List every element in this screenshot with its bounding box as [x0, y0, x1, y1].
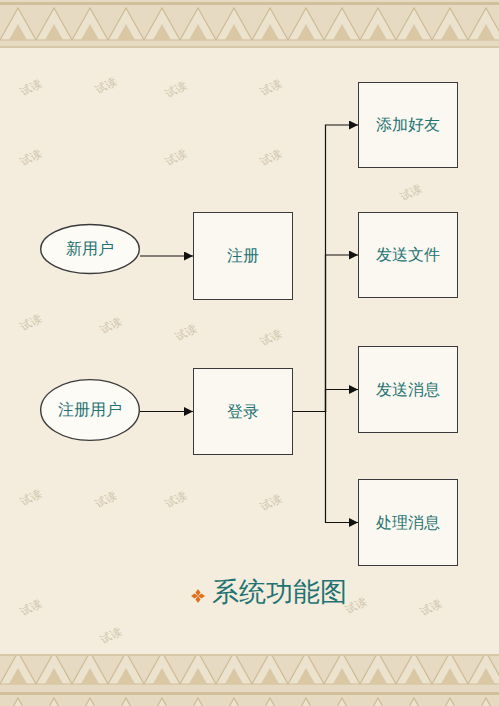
watermark: 试读	[18, 76, 45, 100]
node-label: 注册	[227, 246, 259, 265]
watermark: 试读	[258, 76, 285, 100]
watermark: 试读	[398, 181, 425, 205]
watermark: 试读	[258, 146, 285, 170]
bottom-border	[0, 656, 499, 706]
connector-arrow	[293, 125, 358, 412]
caption: 系统功能图	[212, 576, 347, 608]
node-label: 新用户	[66, 239, 114, 258]
watermark: 试读	[163, 78, 190, 102]
watermark: 试读	[18, 311, 45, 335]
user-ellipse: 注册用户	[40, 379, 140, 441]
node-label: 登录	[227, 402, 259, 421]
process-box: 注册	[193, 212, 293, 300]
watermark: 试读	[173, 321, 200, 345]
function-box: 添加好友	[358, 82, 458, 168]
function-box: 发送消息	[358, 346, 458, 433]
user-ellipse: 新用户	[40, 224, 140, 274]
node-label: 注册用户	[58, 400, 122, 419]
caption-bullet	[191, 589, 205, 603]
watermark: 试读	[18, 596, 45, 620]
connector-arrow	[140, 255, 193, 256]
connector-arrow	[293, 412, 358, 523]
node-label: 发送消息	[376, 380, 440, 399]
connector-arrow	[293, 390, 358, 412]
watermark: 试读	[98, 314, 125, 338]
function-box: 发送文件	[358, 212, 458, 298]
node-label: 处理消息	[376, 513, 440, 532]
watermark: 试读	[258, 491, 285, 515]
watermark: 试读	[18, 486, 45, 510]
watermark: 试读	[163, 146, 190, 170]
node-label: 添加好友	[376, 115, 440, 134]
function-box: 处理消息	[358, 479, 458, 566]
watermark: 试读	[93, 488, 120, 512]
watermark: 试读	[98, 624, 125, 648]
watermark: 试读	[18, 146, 45, 170]
watermark: 试读	[93, 74, 120, 98]
top-border	[0, 0, 499, 46]
process-box: 登录	[193, 368, 293, 455]
watermark: 试读	[418, 596, 445, 620]
watermark: 试读	[258, 326, 285, 350]
node-label: 发送文件	[376, 245, 440, 264]
connector-arrow	[293, 255, 358, 412]
watermark: 试读	[163, 488, 190, 512]
connector-arrow	[140, 411, 193, 412]
